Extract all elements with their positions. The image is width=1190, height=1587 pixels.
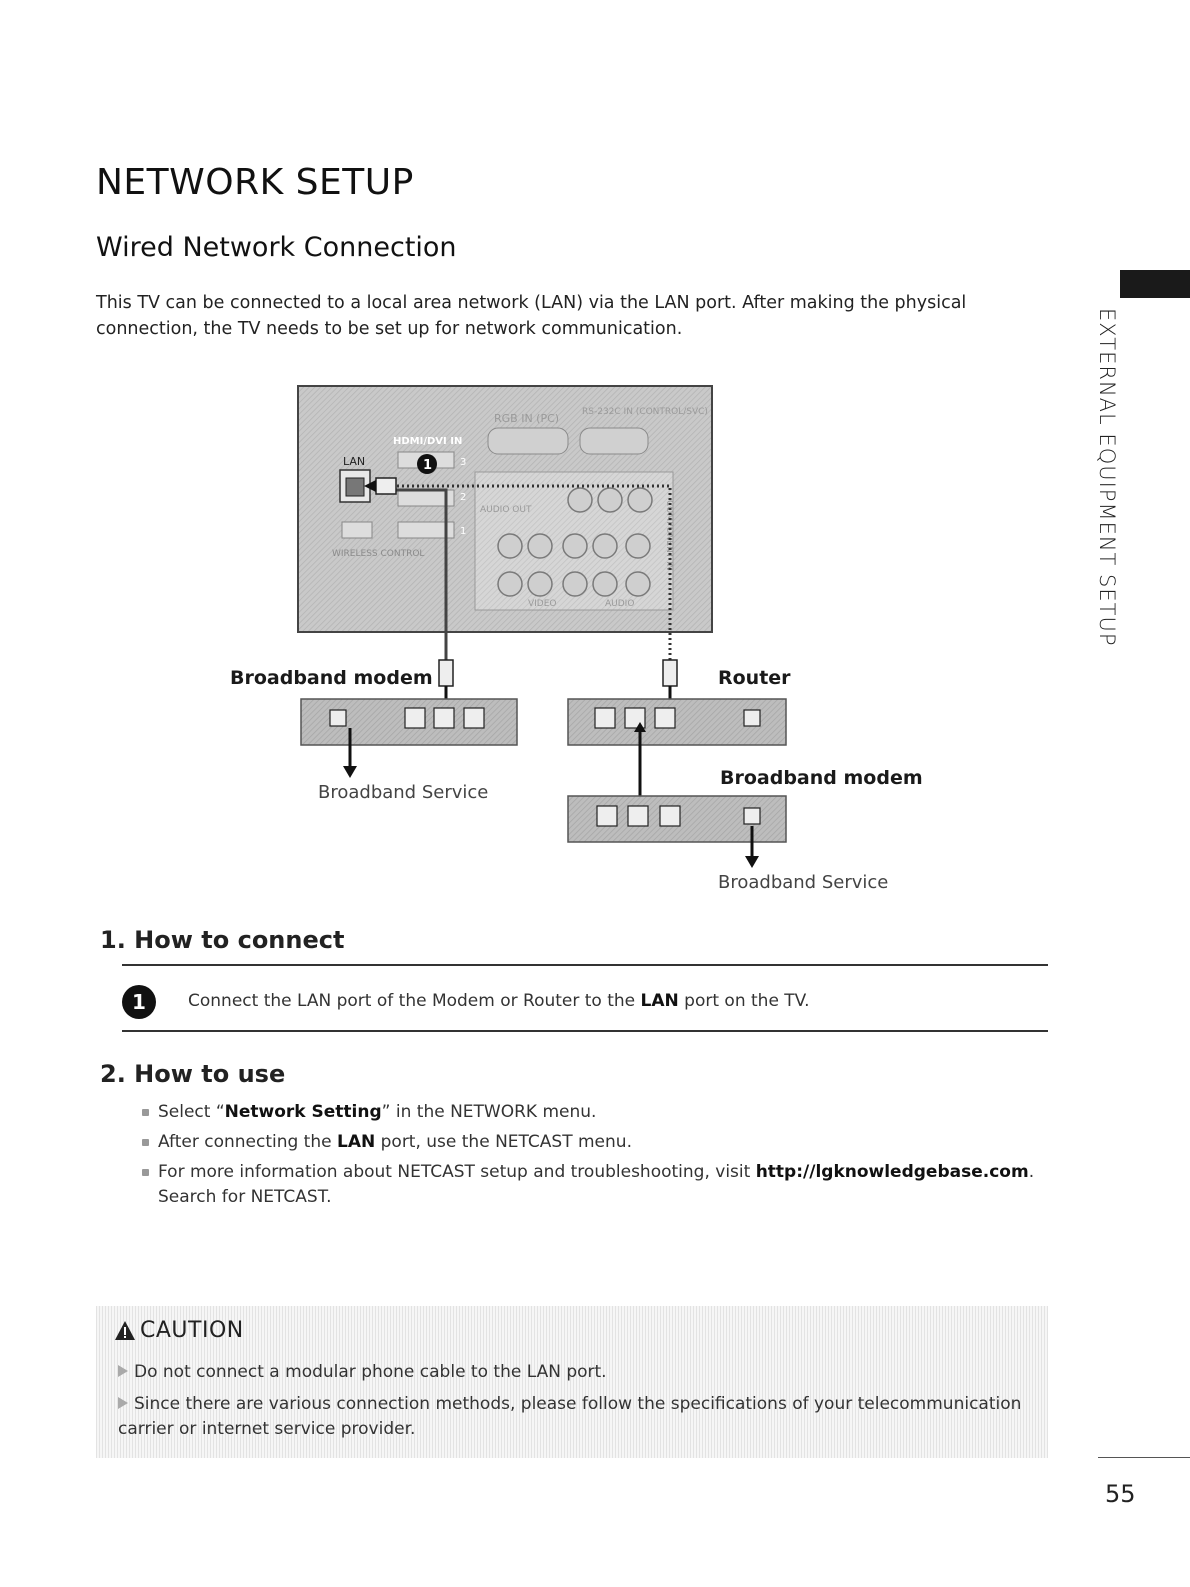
section-rule-bottom [122, 1030, 1048, 1032]
list-item: For more information about NETCAST setup… [140, 1160, 1040, 1210]
svg-text:3: 3 [460, 457, 466, 468]
section-rule-top [122, 964, 1048, 966]
hdmi-label: HDMI/DVI IN [393, 436, 462, 447]
section-subtitle: Wired Network Connection [96, 232, 457, 263]
list-item: After connecting the LAN port, use the N… [140, 1130, 1040, 1155]
svg-text:2: 2 [460, 492, 466, 503]
hdmi-port-1 [397, 521, 455, 539]
step-number-badge: 1 [122, 985, 156, 1019]
rgb-port [487, 427, 569, 455]
right-service-label: Broadband Service [718, 872, 888, 893]
page-number: 55 [1105, 1480, 1136, 1508]
router-plug [662, 659, 678, 687]
svg-text:1: 1 [460, 526, 466, 537]
rgb-in-label: RGB IN (PC) [494, 412, 559, 425]
rs232-label: RS-232C IN (CONTROL/SVC) [582, 407, 708, 417]
component-jacks [497, 487, 653, 597]
connection-diagram: LAN WIRELESS CONTROL HDMI/DVI IN 3 2 1 R… [230, 385, 923, 893]
audio-out-label: AUDIO OUT [480, 505, 532, 515]
arrow-icon [118, 1365, 128, 1377]
caution-box: CAUTION Do not connect a modular phone c… [96, 1306, 1048, 1458]
how-to-use-heading: 2. How to use [100, 1060, 286, 1088]
step-marker-1 [417, 454, 437, 474]
knowledgebase-link[interactable]: http://lgknowledgebase.com [755, 1162, 1029, 1182]
modem-plug [438, 659, 454, 687]
page-title: NETWORK SETUP [96, 162, 414, 203]
arrow-icon [118, 1397, 128, 1409]
page-number-rule [1098, 1457, 1190, 1458]
wireless-control-label: WIRELESS CONTROL [332, 549, 424, 559]
caution-item: Do not connect a modular phone cable to … [118, 1360, 1028, 1385]
rs232-port [579, 427, 649, 455]
intro-paragraph: This TV can be connected to a local area… [96, 293, 967, 339]
warning-icon [115, 1321, 135, 1340]
lan-port-label: LAN [343, 455, 365, 468]
how-to-use-list: Select “Network Setting” in the NETWORK … [140, 1100, 1040, 1215]
component-label: COMPONENT IN [664, 500, 674, 571]
left-service-label: Broadband Service [318, 782, 488, 803]
lan-cable-to-modem [392, 488, 448, 660]
chapter-side-label: EXTERNAL EQUIPMENT SETUP [1095, 308, 1119, 647]
caution-title: CAUTION [140, 1318, 244, 1343]
caution-item: Since there are various connection metho… [118, 1394, 1022, 1439]
chapter-tab-marker [1120, 270, 1190, 298]
right-modem-label: Broadband modem [720, 767, 923, 789]
wireless-control-port [341, 521, 373, 539]
video-label: VIDEO [528, 599, 557, 609]
router-label: Router [718, 667, 791, 689]
left-modem-label: Broadband modem [230, 667, 433, 689]
svg-text:1: 1 [423, 458, 432, 473]
audio-label: AUDIO [605, 599, 634, 609]
connect-step-text: Connect the LAN port of the Modem or Rou… [188, 991, 810, 1011]
how-to-connect-heading: 1. How to connect [100, 926, 345, 954]
list-item: Select “Network Setting” in the NETWORK … [140, 1100, 1040, 1125]
